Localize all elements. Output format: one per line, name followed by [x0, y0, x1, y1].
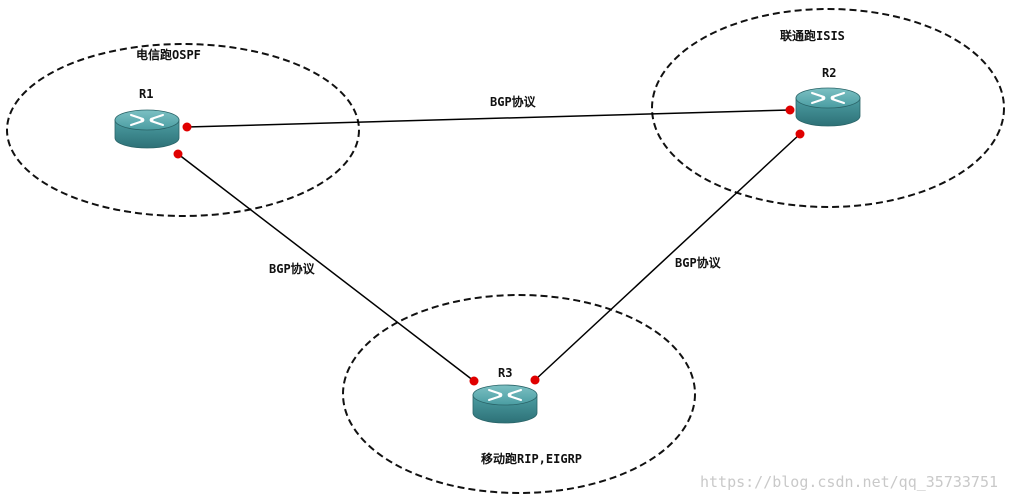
router-r2-icon[interactable]	[795, 87, 861, 127]
link-label-r1-r3: BGP协议	[269, 262, 315, 276]
router-r1-icon[interactable]	[114, 109, 180, 149]
port-r3-r1	[469, 376, 479, 386]
port-r1-r2	[182, 122, 192, 132]
domain-label-mobile: 移动跑RIP,EIGRP	[481, 452, 583, 466]
router-r1-name: R1	[139, 87, 154, 101]
router-r3-icon[interactable]	[472, 384, 538, 424]
domain-mobile-boundary	[342, 294, 696, 494]
link-r1-r3	[177, 153, 475, 382]
link-r1-r2	[186, 109, 791, 128]
link-r2-r3	[534, 133, 801, 381]
port-r2-r3	[795, 129, 805, 139]
domain-label-unicom: 联通跑ISIS	[780, 29, 845, 43]
link-label-r2-r3: BGP协议	[675, 256, 721, 270]
router-r2-name: R2	[822, 66, 837, 80]
router-r3-name: R3	[498, 366, 513, 380]
port-r3-r2	[530, 375, 540, 385]
domain-label-telecom: 电信跑OSPF	[136, 48, 201, 62]
port-r2-r1	[785, 105, 795, 115]
domain-telecom-boundary	[6, 43, 360, 217]
watermark-text: https://blog.csdn.net/qq_35733751	[699, 473, 998, 491]
port-r1-r3	[173, 149, 183, 159]
link-label-r1-r2: BGP协议	[490, 95, 536, 109]
domain-unicom-boundary	[651, 8, 1005, 208]
